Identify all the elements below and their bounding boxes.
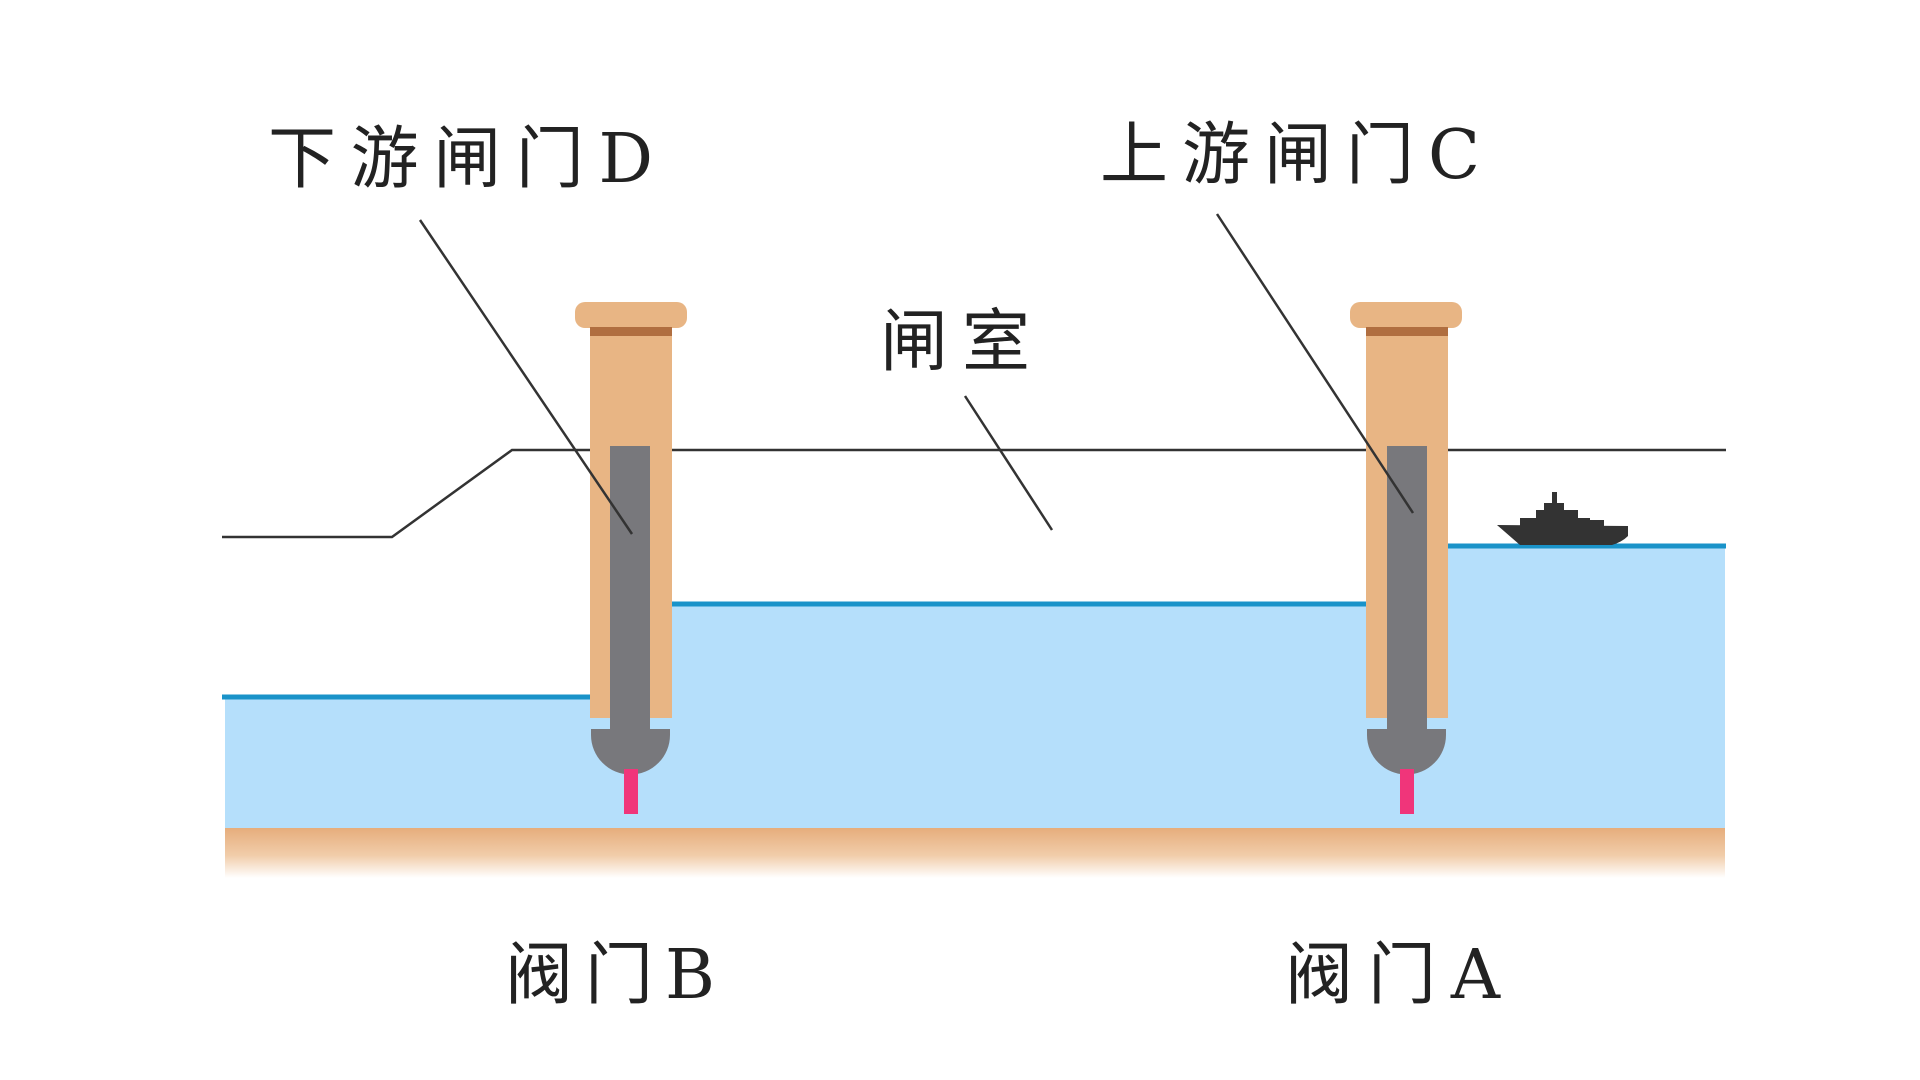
upstream-water <box>1413 546 1725 828</box>
valve-a-head <box>1367 729 1446 775</box>
valve-b-head <box>591 729 670 775</box>
upstream-gate-label: 上游闸门C <box>1100 116 1480 195</box>
downstream-water <box>225 697 593 828</box>
gate-core <box>610 446 650 730</box>
gate-cap <box>1350 302 1462 328</box>
gate-cap <box>575 302 687 328</box>
embankment-outline <box>222 448 1726 539</box>
downstream-gate-d[interactable] <box>575 302 687 814</box>
valve-a-label: 阀门A <box>1285 936 1501 1015</box>
gate-core <box>1387 446 1427 730</box>
ship-icon <box>1497 492 1628 545</box>
valve-b-stem <box>624 769 638 814</box>
downstream-gate-label: 下游闸门D <box>268 120 653 199</box>
upstream-gate-c[interactable] <box>1350 302 1462 814</box>
leader-upstream-gate <box>1215 213 1415 514</box>
leader-downstream-gate <box>418 219 634 535</box>
leader-lock-chamber <box>963 395 1054 531</box>
gate-band <box>1366 327 1448 336</box>
gate-band <box>590 327 672 336</box>
lock-chamber-water <box>593 604 1413 828</box>
valve-b-label: 阀门B <box>505 936 715 1015</box>
valve-a-stem <box>1400 769 1414 814</box>
lock-chamber-label: 闸室 <box>880 303 1030 382</box>
riverbed <box>225 828 1725 878</box>
